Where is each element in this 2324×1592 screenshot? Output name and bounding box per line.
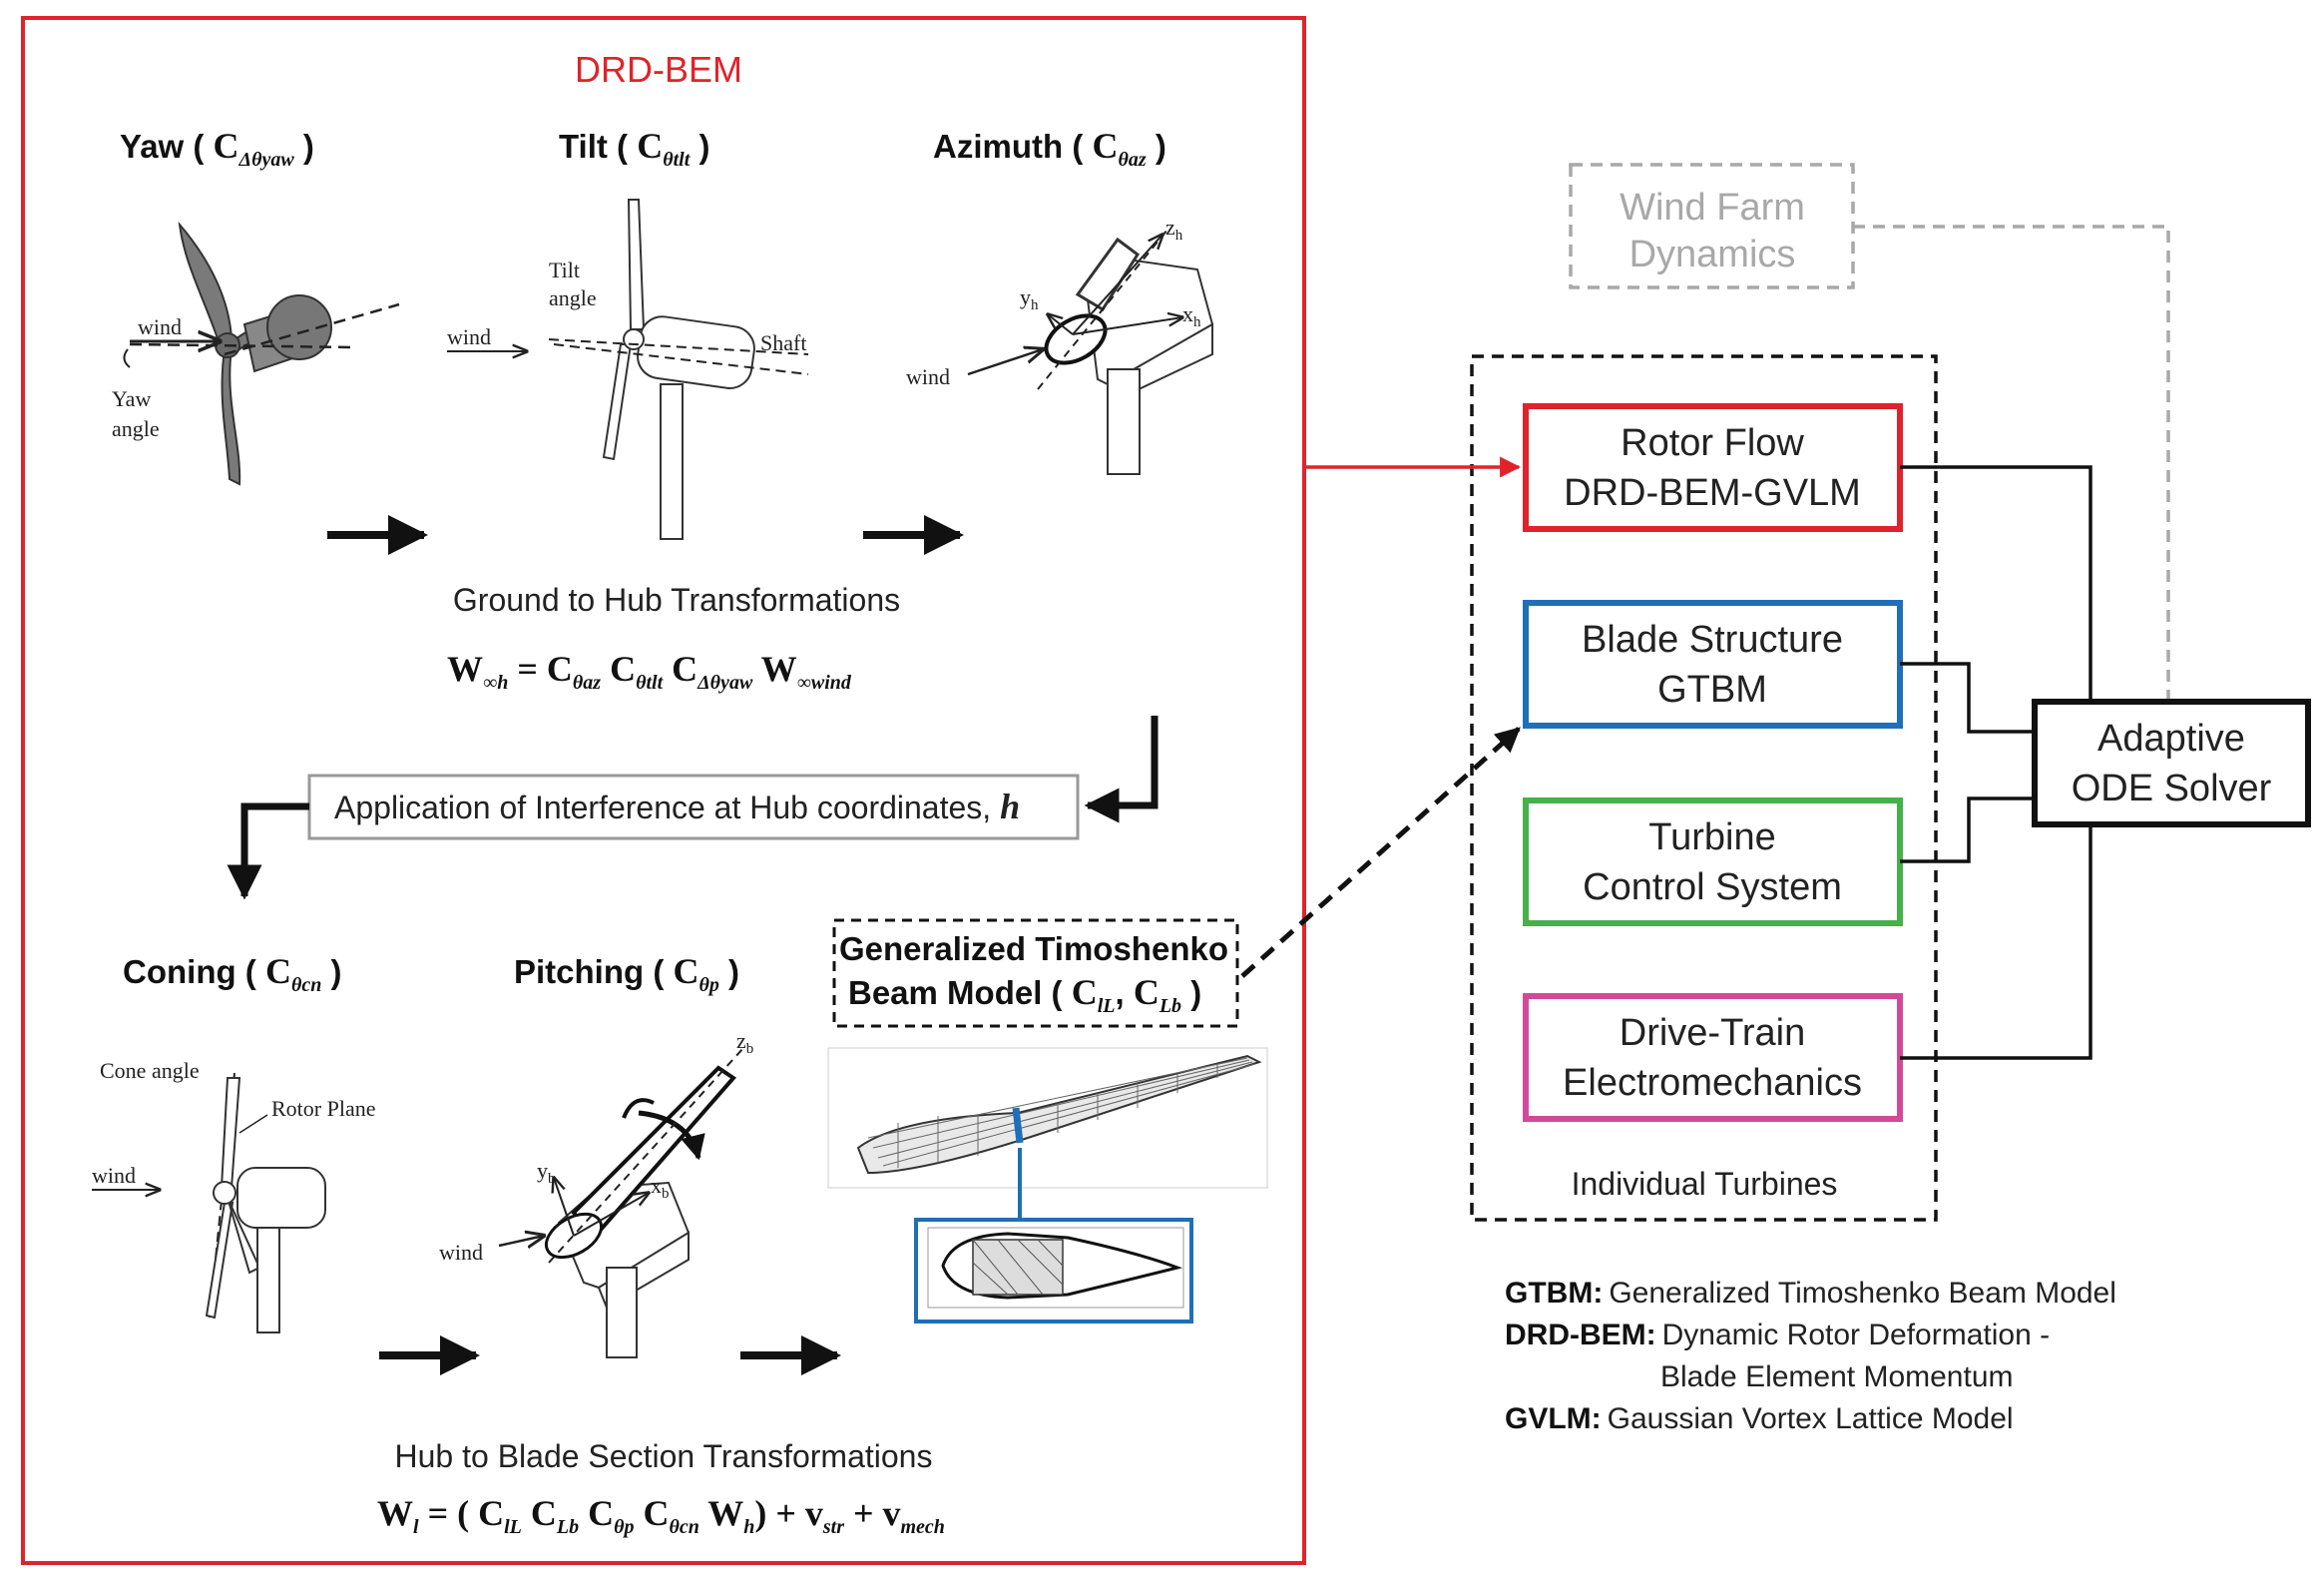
drive-train-line1: Drive-Train: [1620, 1012, 1806, 1054]
connector-blade-solver: [1900, 662, 2035, 734]
pitching-wind-label: wind: [439, 1240, 483, 1265]
connector-control-solver: [1900, 796, 2035, 863]
rotor-flow-line2: DRD-BEM-GVLM: [1564, 472, 1861, 514]
wind-farm-line2: Dynamics: [1629, 234, 1796, 275]
pitching-y-label: yb: [537, 1158, 556, 1187]
tilt-figure: wind Tilt angle Shaft: [447, 199, 809, 540]
wind-farm-line1: Wind Farm: [1620, 187, 1805, 229]
turbine-control-box: [1523, 797, 1903, 926]
azimuth-figure: wind zh yh xh: [906, 215, 1214, 475]
connector-rotor-solver: [1900, 465, 2092, 702]
rotor-plane-label: Rotor Plane: [271, 1096, 376, 1121]
drd-bem-panel: [21, 16, 1306, 1565]
gtbm-box-line1: Generalized Timoshenko: [839, 930, 1228, 967]
turbine-control-line1: Turbine: [1648, 816, 1775, 858]
ode-solver-line1: Adaptive: [2097, 718, 2245, 760]
connector-drive-solver: [1900, 824, 2092, 1060]
coning-wind-label: wind: [92, 1163, 136, 1188]
pitching-figure: wind zb yb xb: [439, 1028, 753, 1358]
elbow-arrow-left-down: [227, 802, 309, 900]
tilt-wind-label: wind: [447, 324, 491, 349]
tilt-angle-label-2: angle: [549, 285, 597, 310]
yaw-angle-label-2: angle: [112, 416, 160, 441]
yaw-figure: wind Yaw angle: [112, 221, 400, 486]
pitching-z-label: zb: [736, 1028, 753, 1057]
legend-gtbm: GTBM:Generalized Timoshenko Beam Model: [1505, 1277, 2116, 1310]
blade-structure-line1: Blade Structure: [1582, 619, 1843, 661]
azimuth-y-label: yh: [1020, 284, 1039, 313]
tilt-angle-label-1: Tilt: [549, 258, 580, 282]
rotor-flow-box: [1523, 403, 1903, 532]
ground-to-hub-equation: W∞h = Cθaz Cθtlt CΔθyaw W∞wind: [447, 649, 852, 697]
ode-solver-box: [2032, 699, 2311, 827]
yaw-title: Yaw ( CΔθyaw ): [120, 126, 314, 171]
tilt-title: Tilt ( Cθtlt ): [559, 126, 709, 171]
interference-box: [307, 774, 1080, 840]
ode-solver-line2: ODE Solver: [2072, 768, 2272, 809]
azimuth-x-label: xh: [1182, 301, 1201, 330]
coning-figure: Cone angle Rotor Plane wind: [92, 1058, 376, 1333]
azimuth-title: Azimuth ( Cθaz ): [933, 126, 1166, 171]
coning-title: Coning ( Cθcn ): [123, 951, 342, 996]
blade-mesh-figure: [827, 1047, 1268, 1324]
azimuth-wind-label: wind: [906, 364, 950, 389]
hub-to-blade-caption: Hub to Blade Section Transformations: [395, 1438, 933, 1474]
pitching-title: Pitching ( Cθp ): [514, 951, 739, 996]
legend-gvlm: GVLM:Gaussian Vortex Lattice Model: [1505, 1402, 2014, 1435]
wind-farm-connector: [1853, 225, 2170, 702]
elbow-arrow-down-right: [1084, 716, 1159, 823]
shaft-label: Shaft: [760, 330, 806, 355]
drive-train-line2: Electromechanics: [1563, 1062, 1862, 1104]
pitching-x-label: xb: [651, 1173, 670, 1202]
drd-bem-title: DRD-BEM: [575, 49, 742, 90]
individual-turbines-box: [1470, 354, 1938, 1222]
turbine-control-line2: Control System: [1583, 866, 1842, 908]
interference-text: Application of Interference at Hub coord…: [334, 787, 1020, 826]
legend-drd-bem: DRD-BEM:Dynamic Rotor Deformation -: [1505, 1319, 2050, 1351]
blade-structure-box: [1523, 600, 1903, 729]
cone-angle-label: Cone angle: [100, 1058, 200, 1083]
hub-to-blade-equation: Wl = ( ClL CLb Cθp Cθcn Wh) + vstr + vme…: [377, 1493, 945, 1541]
ground-to-hub-caption: Ground to Hub Transformations: [453, 582, 900, 618]
yaw-wind-label: wind: [138, 314, 182, 339]
blade-structure-line2: GTBM: [1657, 669, 1767, 711]
gtbm-box-line2: Beam Model ( ClL, CLb ): [848, 972, 1201, 1017]
yaw-angle-label-1: Yaw: [112, 386, 151, 411]
rotor-flow-line1: Rotor Flow: [1621, 422, 1804, 464]
legend-drd-bem-cont: Blade Element Momentum: [1660, 1360, 2014, 1393]
acronym-legend: GTBM:Generalized Timoshenko Beam Model D…: [1505, 1277, 2116, 1435]
individual-turbines-label: Individual Turbines: [1572, 1166, 1838, 1202]
gtbm-to-blade-structure-arrow: [1240, 727, 1521, 978]
azimuth-z-label: zh: [1165, 215, 1183, 244]
